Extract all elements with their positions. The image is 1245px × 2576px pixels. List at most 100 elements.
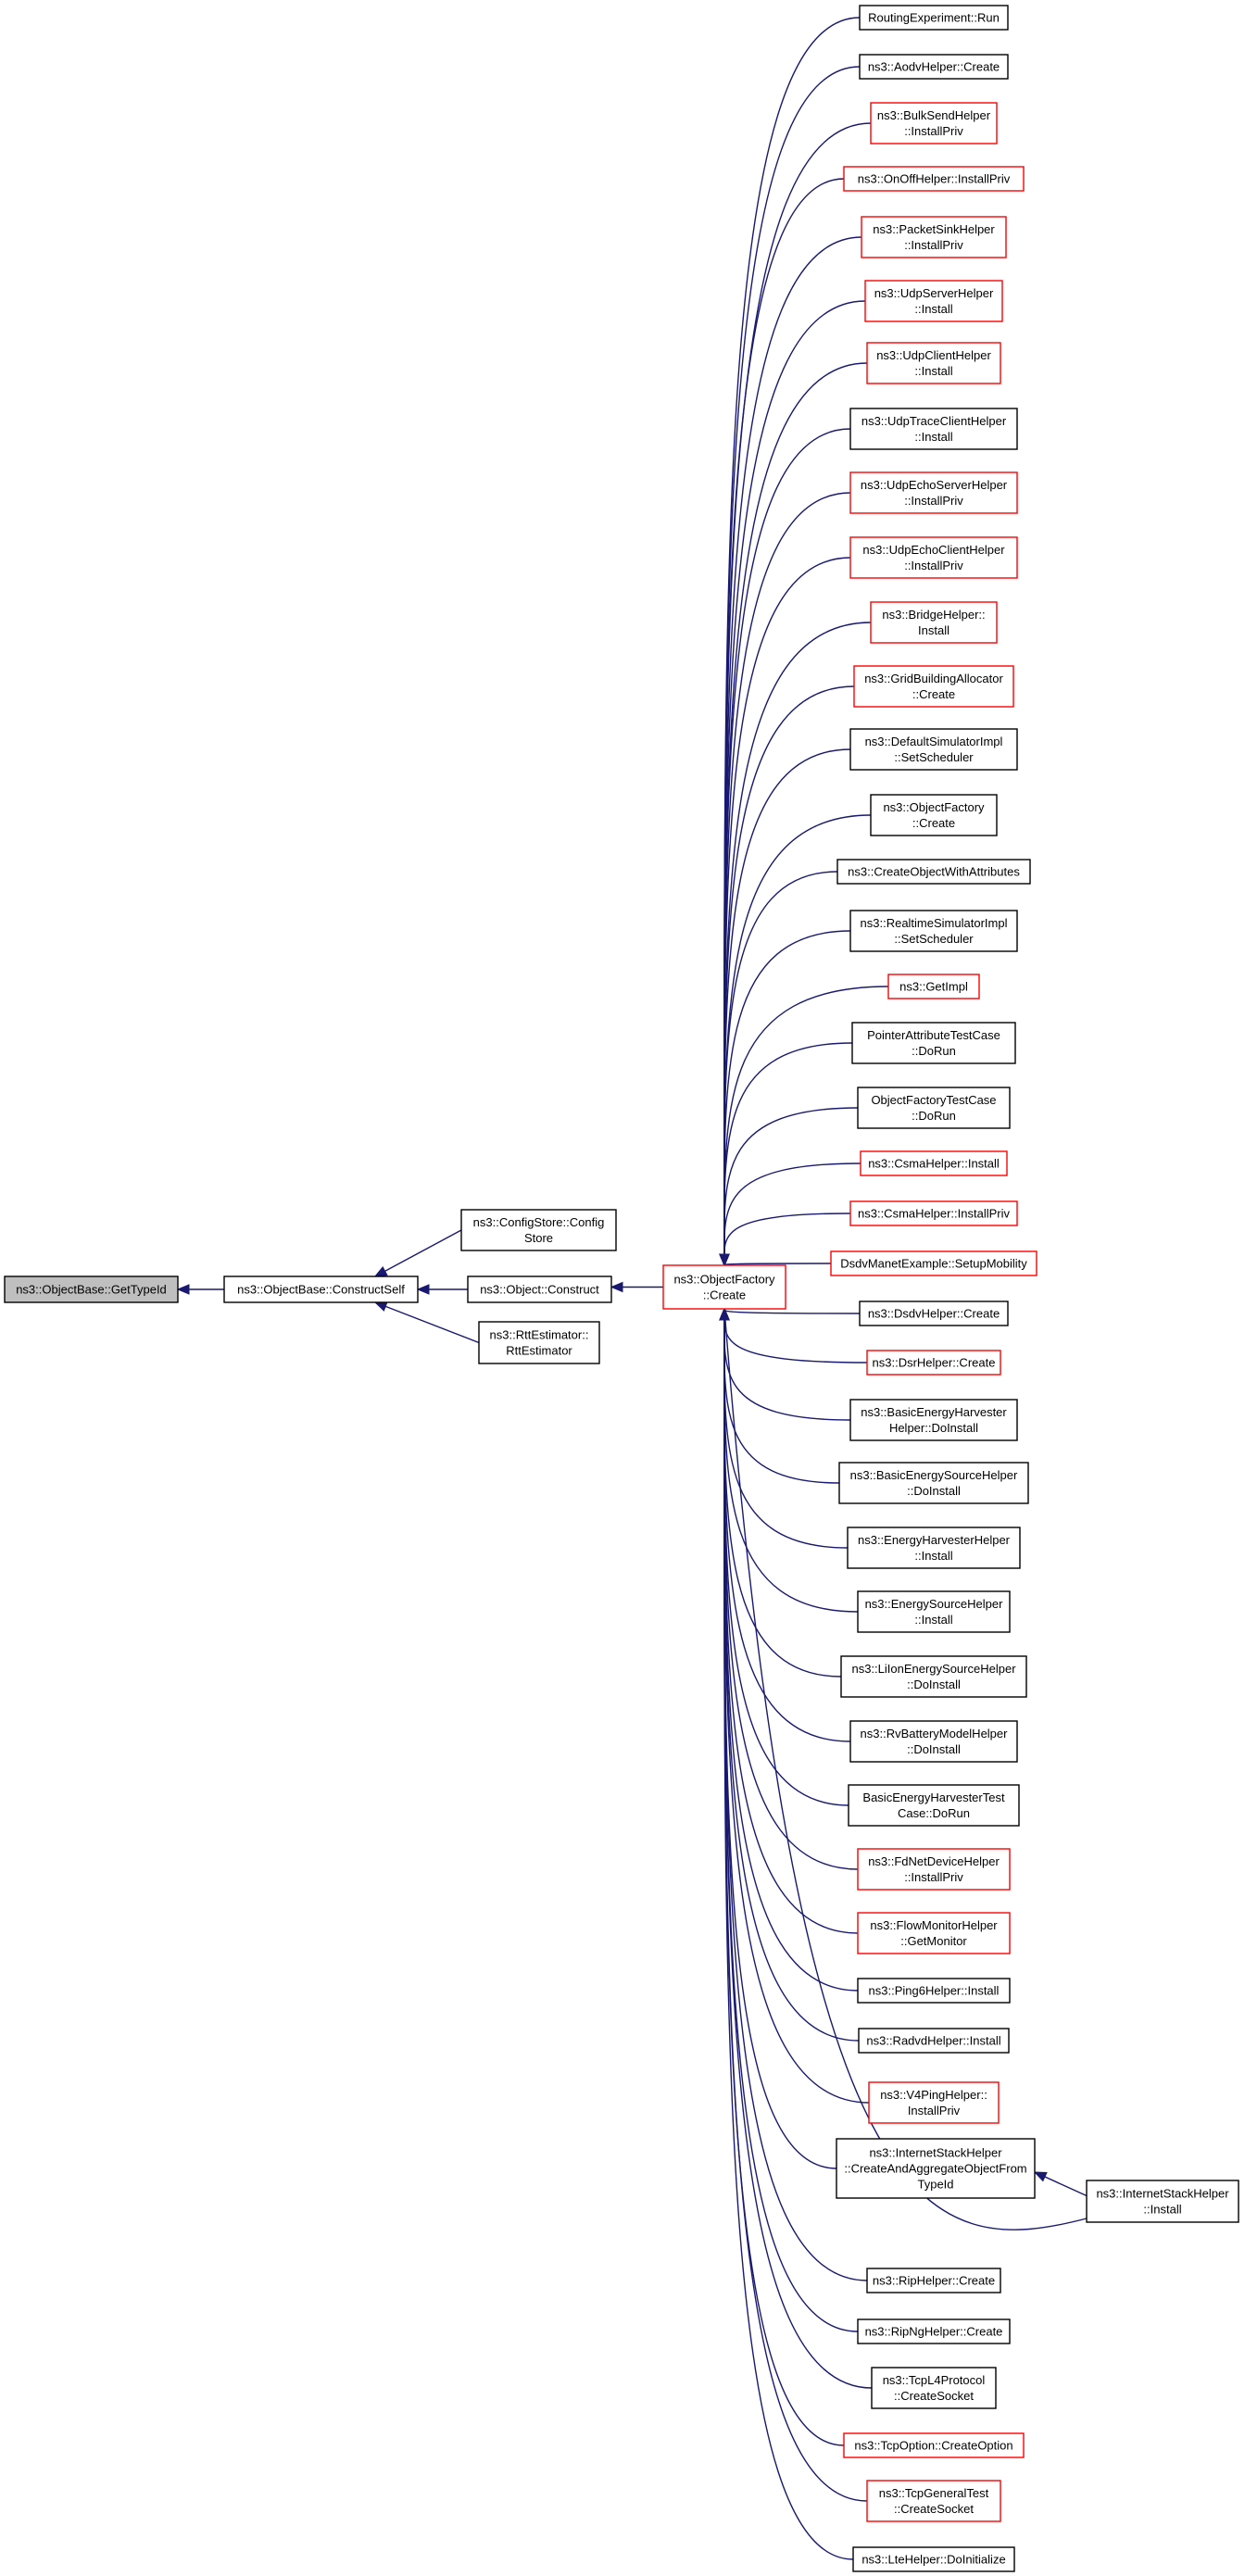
- node-label: BasicEnergyHarvesterTest: [862, 1791, 1005, 1804]
- node-n28[interactable]: ns3::EnergySourceHelper::Install: [857, 1590, 1011, 1633]
- node-n36[interactable]: ns3::V4PingHelper::InstallPriv: [868, 2081, 1000, 2124]
- node-n12[interactable]: ns3::GridBuildingAllocator::Create: [853, 665, 1014, 708]
- node-n34[interactable]: ns3::Ping6Helper::Install: [857, 1978, 1011, 2004]
- node-n25[interactable]: ns3::BasicEnergyHarvesterHelper::DoInsta…: [849, 1399, 1018, 1441]
- node-label: ns3::UdpEchoClientHelper: [862, 543, 1005, 557]
- node-n37[interactable]: ns3::InternetStackHelper::CreateAndAggre…: [836, 2138, 1036, 2199]
- node-label: ns3::InternetStackHelper: [1096, 2187, 1229, 2201]
- node-label: PointerAttributeTestCase: [867, 1028, 1000, 1042]
- node-n27[interactable]: ns3::EnergyHarvesterHelper::Install: [847, 1527, 1021, 1569]
- node-n15[interactable]: ns3::CreateObjectWithAttributes: [836, 859, 1031, 885]
- node-label: ns3::TcpGeneralTest: [879, 2486, 989, 2500]
- node-n17[interactable]: ns3::GetImpl: [887, 974, 980, 999]
- node-n1[interactable]: RoutingExperiment::Run: [859, 5, 1009, 31]
- node-label: ns3::UdpClientHelper: [876, 348, 991, 362]
- node-n3[interactable]: ns3::BulkSendHelper::InstallPriv: [870, 102, 998, 145]
- node-n43[interactable]: ns3::LteHelper::DoInitialize: [852, 2546, 1015, 2572]
- node-n9[interactable]: ns3::UdpEchoServerHelper::InstallPriv: [849, 471, 1018, 514]
- node-n22[interactable]: DsdvManetExample::SetupMobility: [830, 1250, 1038, 1276]
- node-n11[interactable]: ns3::BridgeHelper::Install: [870, 601, 998, 644]
- node-label: ::DoInstall: [907, 1678, 961, 1691]
- edge-n3-to-ofc: [723, 122, 872, 1266]
- node-n4[interactable]: ns3::OnOffHelper::InstallPriv: [843, 166, 1025, 192]
- node-box: [849, 408, 1018, 450]
- node-n20[interactable]: ns3::CsmaHelper::Install: [860, 1150, 1008, 1176]
- node-ofc[interactable]: ns3::ObjectFactory::Create: [662, 1264, 786, 1310]
- node-n14[interactable]: ns3::ObjectFactory::Create: [870, 794, 998, 836]
- node-n23[interactable]: ns3::DsdvHelper::Create: [859, 1301, 1009, 1326]
- node-label: ns3::ObjectFactory: [883, 800, 985, 814]
- node-n29[interactable]: ns3::LiIonEnergySourceHelper::DoInstall: [840, 1655, 1027, 1698]
- node-label: ns3::CsmaHelper::Install: [868, 1157, 1000, 1171]
- node-n18[interactable]: PointerAttributeTestCase::DoRun: [851, 1022, 1016, 1064]
- node-n32[interactable]: ns3::FdNetDeviceHelper::InstallPriv: [857, 1848, 1011, 1891]
- node-ish[interactable]: ns3::InternetStackHelper::Install: [1086, 2180, 1239, 2223]
- node-n2[interactable]: ns3::AodvHelper::Create: [859, 54, 1009, 80]
- node-box: [871, 2367, 997, 2409]
- node-box: [836, 859, 1031, 885]
- node-box: [870, 601, 998, 644]
- node-label: ns3::V4PingHelper::: [880, 2088, 987, 2102]
- node-label: Install: [918, 623, 949, 637]
- node-n19[interactable]: ObjectFactoryTestCase::DoRun: [857, 1087, 1011, 1129]
- node-n13[interactable]: ns3::DefaultSimulatorImpl::SetScheduler: [849, 728, 1018, 771]
- edge-n10-to-ofc: [723, 557, 851, 1266]
- edge-n31-to-ofc: [723, 1308, 849, 1806]
- edge-n12-to-ofc: [723, 685, 855, 1266]
- node-box: [860, 1150, 1008, 1176]
- node-n21[interactable]: ns3::CsmaHelper::InstallPriv: [849, 1200, 1018, 1226]
- node-label: TypeId: [917, 2178, 953, 2192]
- node-label: ns3::BasicEnergySourceHelper: [850, 1468, 1018, 1482]
- edge-rtt-to-cs-arrowhead: [373, 1301, 388, 1312]
- node-n5[interactable]: ns3::PacketSinkHelper::InstallPriv: [861, 216, 1007, 258]
- node-n30[interactable]: ns3::RvBatteryModelHelper::DoInstall: [849, 1720, 1018, 1763]
- node-n40[interactable]: ns3::TcpL4Protocol::CreateSocket: [871, 2367, 997, 2409]
- node-label: ::InstallPriv: [904, 559, 963, 572]
- node-n35[interactable]: ns3::RadvdHelper::Install: [858, 2028, 1010, 2054]
- node-n8[interactable]: ns3::UdpTraceClientHelper::Install: [849, 408, 1018, 450]
- node-box: [830, 1250, 1038, 1276]
- node-n39[interactable]: ns3::RipNgHelper::Create: [857, 2318, 1011, 2344]
- node-label: ns3::CreateObjectWithAttributes: [848, 865, 1020, 879]
- node-n16[interactable]: ns3::RealtimeSimulatorImpl::SetScheduler: [849, 910, 1018, 952]
- edge-n18-to-ofc: [723, 1042, 853, 1266]
- node-label: ns3::ObjectBase::ConstructSelf: [237, 1283, 405, 1297]
- node-n38[interactable]: ns3::RipHelper::Create: [866, 2268, 1001, 2293]
- node-label: ns3::RipNgHelper::Create: [865, 2325, 1003, 2339]
- node-n42[interactable]: ns3::TcpGeneralTest::CreateSocket: [866, 2480, 1001, 2522]
- edge-layer: [176, 17, 1088, 2560]
- node-label: ns3::GridBuildingAllocator: [864, 672, 1003, 685]
- node-label: ns3::LteHelper::DoInitialize: [861, 2553, 1005, 2567]
- node-label: InstallPriv: [908, 2104, 961, 2117]
- edge-n43-to-ofc-arrowhead: [719, 1307, 730, 1321]
- node-label: ::Install: [1143, 2203, 1181, 2217]
- node-n10[interactable]: ns3::UdpEchoClientHelper::InstallPriv: [849, 536, 1018, 579]
- node-label: ns3::ObjectBase::GetTypeId: [16, 1283, 167, 1297]
- node-label: ns3::DefaultSimulatorImpl: [865, 735, 1003, 748]
- node-label: ::InstallPriv: [904, 124, 963, 138]
- node-n7[interactable]: ns3::UdpClientHelper::Install: [866, 342, 1001, 384]
- edge-n23-to-ofc: [723, 1308, 861, 1314]
- node-box: [467, 1275, 612, 1303]
- node-oc[interactable]: ns3::Object::Construct: [467, 1275, 612, 1303]
- edge-n43-to-ofc: [723, 1308, 854, 2560]
- edge-ofc-to-oc-arrowhead: [610, 1281, 623, 1293]
- node-cs[interactable]: ns3::ObjectBase::ConstructSelf: [223, 1275, 419, 1303]
- node-n41[interactable]: ns3::TcpOption::CreateOption: [843, 2432, 1025, 2458]
- node-root: ns3::ObjectBase::GetTypeId: [4, 1275, 179, 1303]
- node-n24[interactable]: ns3::DsrHelper::Create: [866, 1350, 1001, 1376]
- node-n33[interactable]: ns3::FlowMonitorHelper::GetMonitor: [857, 1912, 1011, 1954]
- node-box: [4, 1275, 179, 1303]
- node-label: ::GetMonitor: [900, 1934, 967, 1948]
- node-n26[interactable]: ns3::BasicEnergySourceHelper::DoInstall: [838, 1462, 1029, 1504]
- node-label: ns3::PacketSinkHelper: [873, 222, 995, 236]
- node-box: [870, 102, 998, 145]
- node-label: ns3::UdpEchoServerHelper: [861, 478, 1008, 492]
- node-cfg[interactable]: ns3::ConfigStore::ConfigStore: [460, 1209, 617, 1251]
- node-n6[interactable]: ns3::UdpServerHelper::Install: [864, 280, 1003, 322]
- node-label: ::InstallPriv: [904, 1870, 963, 1884]
- edge-n22-to-ofc-arrowhead: [719, 1253, 730, 1267]
- node-rtt[interactable]: ns3::RttEstimator::RttEstimator: [478, 1321, 600, 1364]
